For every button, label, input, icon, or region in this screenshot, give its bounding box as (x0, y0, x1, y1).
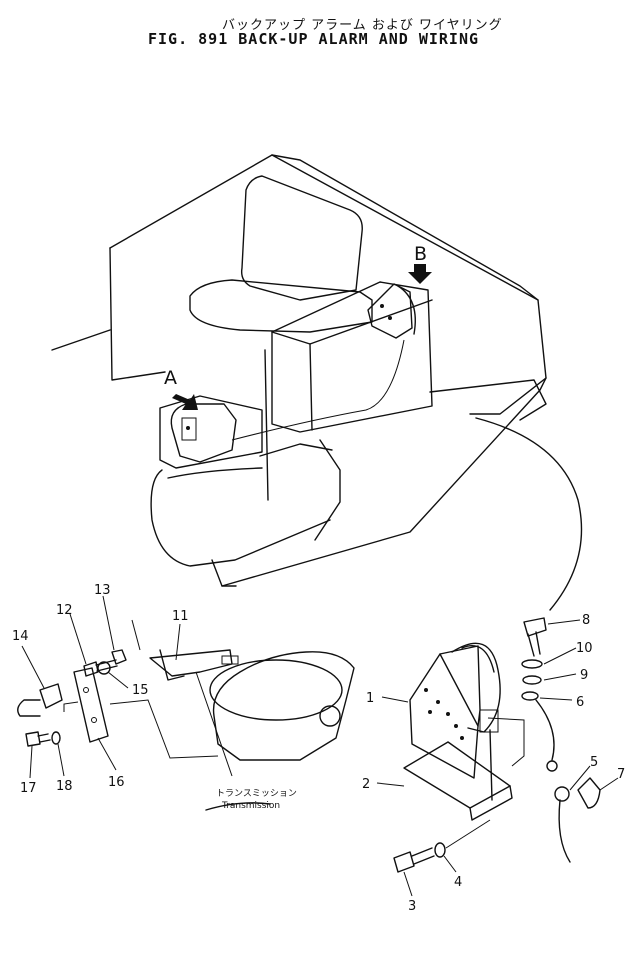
harness-cable (475, 417, 583, 611)
view-b-marker: B (367, 243, 432, 339)
view-a-marker: A (164, 367, 237, 463)
transmission-label: Transmission (221, 801, 280, 811)
view-a-label: A (164, 367, 177, 389)
back-up-alarm-assembly (393, 617, 601, 873)
callout-11: 11 (172, 609, 189, 624)
figure-title-japanese: バックアップ アラーム および ワイヤリング (222, 18, 503, 33)
leader-lines (21, 595, 619, 897)
callout-16: 16 (108, 775, 125, 790)
callout-6: 6 (576, 695, 584, 710)
callout-5: 5 (590, 755, 598, 770)
callout-3: 3 (408, 899, 416, 914)
internal-wiring (231, 339, 405, 441)
callout-numbers: 1 2 3 4 5 6 7 8 9 10 11 12 13 14 15 16 1… (12, 583, 625, 914)
callout-12: 12 (56, 603, 73, 618)
callout-13: 13 (94, 583, 111, 598)
callout-14: 14 (12, 629, 29, 644)
callout-1: 1 (366, 691, 374, 706)
callout-2: 2 (362, 777, 370, 792)
callout-10: 10 (576, 641, 593, 656)
figure-title: FIG. 891 BACK-UP ALARM AND WIRING (148, 30, 480, 48)
transmission-switch-assembly: トランスミッション Transmission (17, 619, 355, 811)
callout-18: 18 (56, 779, 73, 794)
callout-7: 7 (617, 767, 625, 782)
callout-4: 4 (454, 875, 462, 890)
callout-15: 15 (132, 683, 149, 698)
callout-17: 17 (20, 781, 37, 796)
transmission-label-jp: トランスミッション (216, 788, 297, 799)
callout-8: 8 (582, 613, 590, 628)
view-b-label: B (414, 243, 427, 265)
machine-body (51, 154, 547, 587)
callout-9: 9 (580, 668, 588, 683)
